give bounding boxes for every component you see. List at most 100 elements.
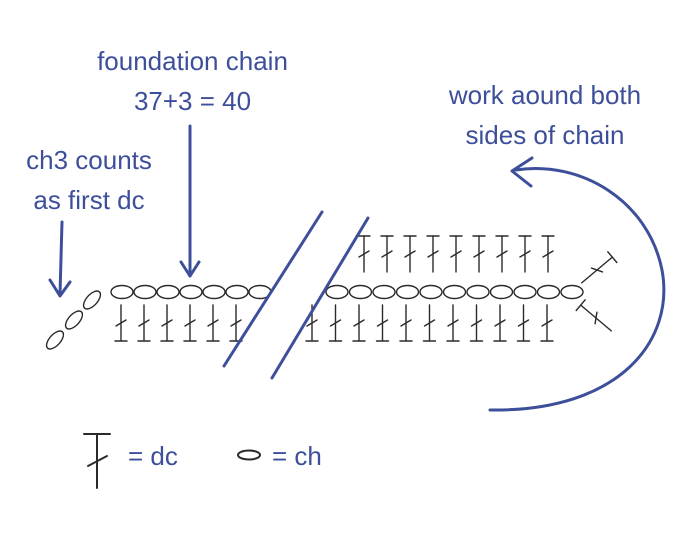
chain-stitch-oval <box>110 284 134 300</box>
double-crochet-symbol <box>328 304 343 342</box>
chain-stitch-oval <box>225 284 249 300</box>
annotation-lines <box>48 124 666 412</box>
chain-stitch-oval <box>325 284 349 300</box>
ch3-arrow <box>48 220 72 298</box>
legend-ch-label: = ch <box>272 441 322 471</box>
break-line-right <box>270 216 370 380</box>
double-crochet-symbol <box>541 235 555 273</box>
chain-stitch-oval <box>489 284 514 300</box>
dc-slash <box>496 250 508 258</box>
double-crochet-symbol <box>422 304 437 342</box>
legend-ch-icon <box>237 449 261 461</box>
dc-slash <box>494 319 506 327</box>
chain-stitch-oval <box>513 284 537 300</box>
arrow-shaft <box>58 220 64 296</box>
dc-slash <box>447 319 459 327</box>
dc-slash <box>353 319 365 327</box>
dc-crossbar <box>575 299 586 312</box>
double-crochet-symbol <box>183 304 197 342</box>
chain-stitch-oval <box>419 284 443 300</box>
foundation-chain-label: foundation chain 37+3 = 40 <box>60 41 325 121</box>
ch3-note-label: ch3 counts as first dc <box>0 140 178 220</box>
fan-dc-symbol <box>575 299 613 332</box>
work-around-label: work aound both sides of chain <box>420 75 670 155</box>
dc-crossbar <box>607 251 618 264</box>
double-crochet-symbol <box>403 235 417 273</box>
dc-slash <box>590 267 604 273</box>
fan-dc-symbol <box>580 251 618 284</box>
ch3-note-line2: as first dc <box>33 185 145 215</box>
dc-slash <box>517 319 530 327</box>
foundation-arrow <box>179 124 201 278</box>
double-crochet-symbol <box>160 304 174 342</box>
double-crochet-symbol <box>380 235 394 273</box>
stitch-chart <box>45 235 618 489</box>
legend-dc-label: = dc <box>128 441 178 471</box>
dc-slash <box>470 319 483 327</box>
double-crochet-symbol <box>352 304 366 342</box>
dc-slash <box>542 250 554 258</box>
double-crochet-symbol <box>229 304 243 342</box>
double-crochet-symbol <box>516 304 531 342</box>
double-crochet-symbol <box>495 235 509 273</box>
arrow-head <box>510 156 534 188</box>
dc-slash <box>138 319 150 327</box>
double-crochet-symbol <box>137 304 151 342</box>
chain-stitch-oval <box>395 284 420 300</box>
work-around-arrow <box>488 156 666 412</box>
double-crochet-symbol <box>375 304 390 342</box>
double-crochet-symbol <box>472 235 486 273</box>
double-crochet-symbol <box>426 235 440 273</box>
dc-slash <box>400 319 412 327</box>
dc-slash <box>404 250 416 258</box>
turning-chain-oval <box>64 310 84 330</box>
arrow-head <box>48 278 72 298</box>
chain-stitch-oval <box>536 284 561 300</box>
curve-shaft <box>488 167 666 412</box>
double-crochet-symbol <box>493 304 507 342</box>
foundation-chain-line1: foundation chain <box>97 46 288 76</box>
dc-slash <box>376 319 389 327</box>
double-crochet-symbol <box>449 235 463 273</box>
dc-slash <box>594 311 598 325</box>
double-crochet-symbol <box>540 304 554 342</box>
break-line-left <box>222 210 324 368</box>
double-crochet-symbol <box>446 304 460 342</box>
dc-slash <box>473 250 485 258</box>
ch3-note-line1: ch3 counts <box>26 145 152 175</box>
dc-slash <box>450 250 462 258</box>
double-crochet-symbol <box>399 304 413 342</box>
double-crochet-symbol <box>114 304 128 342</box>
work-around-line1: work aound both <box>448 80 642 110</box>
dc-slash <box>519 250 531 258</box>
chain-stitch-oval <box>466 284 490 300</box>
dc-slash <box>358 250 370 258</box>
work-around-line2: sides of chain <box>465 120 625 150</box>
legend-dc-icon <box>83 433 111 489</box>
dc-slash <box>329 319 342 327</box>
double-crochet-symbol <box>206 304 220 342</box>
dc-slash <box>87 455 108 467</box>
chain-stitch-oval <box>156 284 180 300</box>
arrow-head <box>179 260 201 278</box>
chain-stitch-oval <box>442 284 467 300</box>
dc-slash <box>161 319 173 327</box>
chain-stitch-oval <box>372 284 396 300</box>
turning-chain-oval <box>45 330 65 350</box>
double-crochet-symbol <box>518 235 532 273</box>
dc-slash <box>184 319 196 327</box>
chain-stitch-oval <box>560 284 584 300</box>
chain-stitch-oval <box>133 284 157 300</box>
chain-stitch-oval <box>179 284 203 300</box>
dc-slash <box>230 319 242 327</box>
dc-slash <box>541 319 553 327</box>
dc-slash <box>423 319 436 327</box>
turning-chain-oval <box>82 290 102 310</box>
double-crochet-symbol <box>357 235 371 273</box>
dc-slash <box>381 250 393 258</box>
chain-stitch-oval <box>202 284 226 300</box>
dc-slash <box>207 319 219 327</box>
dc-slash <box>115 319 127 327</box>
dc-slash <box>427 250 439 258</box>
